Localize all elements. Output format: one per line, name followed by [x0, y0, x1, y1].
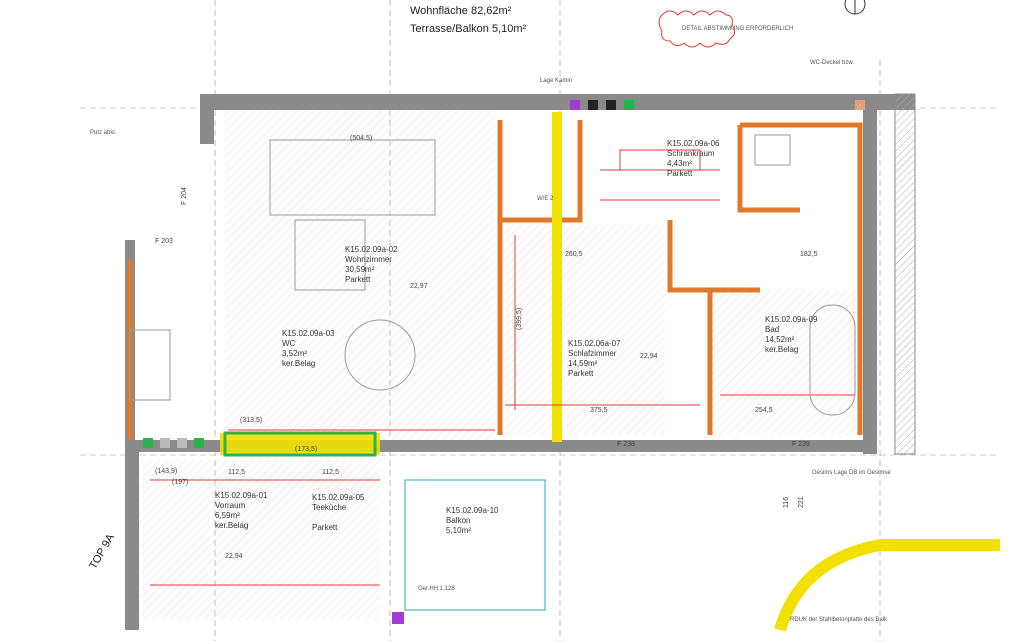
dim-2294: 22,94 [640, 353, 658, 360]
room-wohnzimmer: K15.02.09a-02 Wohnzimmer 30,59m² Parkett [345, 245, 398, 284]
rduk-label: RDUK der Stahlbetonplatte des Balk [790, 617, 888, 623]
svg-text:K15.02.09a-05: K15.02.09a-05 [312, 493, 365, 502]
north-arrow-icon [844, 0, 866, 15]
dim-221: 221 [798, 496, 805, 508]
svg-text:Wohnzimmer: Wohnzimmer [345, 255, 392, 264]
f239-label: F 239 [792, 441, 810, 448]
svg-text:K15.02.09a-01: K15.02.09a-01 [215, 491, 268, 500]
svg-text:Vorraum: Vorraum [215, 501, 246, 510]
gesims-label: Gesims Lage DB im Gesimse [812, 470, 891, 476]
svg-text:Schlafzimmer: Schlafzimmer [568, 349, 617, 358]
svg-text:Parkett: Parkett [667, 169, 693, 178]
room-teekueche: K15.02.09a-05 Teeküche Parkett [312, 493, 365, 532]
dim-197: (197) [172, 479, 188, 486]
room-schlafzimmer: K15.02.06a-07 Schlafzimmer 14,59m² Parke… [568, 339, 621, 378]
dim-3755: 375,5 [590, 407, 608, 414]
svg-text:30,59m²: 30,59m² [345, 265, 375, 274]
f203-label: F 203 [155, 238, 173, 245]
dim-2297: 22,97 [410, 283, 428, 290]
room-schrankraum: K15.02.09a-06 Schrankraum 4,43m² Parkett [667, 139, 720, 178]
svg-text:Balkon: Balkon [446, 516, 470, 525]
balcony-outline [404, 479, 546, 611]
note-putz: Putz abkl. [90, 130, 117, 136]
insulation-walls [127, 120, 863, 440]
svg-text:ker.Belag: ker.Belag [282, 359, 315, 368]
top-label: TOP 9A [87, 531, 117, 571]
revision-cloud [658, 10, 736, 48]
area-line-2: Terrasse/Balkon 5,10m² [410, 23, 526, 35]
svg-text:WC: WC [282, 339, 296, 348]
dim-3135: (313,5) [240, 417, 262, 424]
room-wc: K15.02.09a-03 WC 3,52m² ker.Belag [282, 329, 335, 368]
ger-label: Ger.HH:1,128 [418, 586, 455, 592]
f204-label: F 204 [181, 187, 188, 205]
dim-116: 116 [783, 497, 790, 508]
dim-1735: (173,5) [295, 446, 317, 453]
room-vorraum: K15.02.09a-01 Vorraum 6,59m² ker.Belag [215, 491, 268, 530]
dim-1825: 182,5 [800, 251, 818, 258]
svg-text:Teeküche: Teeküche [312, 503, 347, 512]
svg-text:K15.02.06a-07: K15.02.06a-07 [568, 339, 621, 348]
svg-text:Parkett: Parkett [312, 523, 338, 532]
svg-text:Schrankraum: Schrankraum [667, 149, 715, 158]
dim-2294b: 22,94 [225, 553, 243, 560]
area-line-1: Wohnfläche 82,62m² [410, 5, 512, 17]
note-detail: DETAIL ABSTIMMUNG ERFORDERLICH [682, 26, 793, 32]
dim-1125: 112,5 [228, 469, 245, 476]
markers-top [392, 100, 865, 624]
room-balkon: K15.02.09a-10 Balkon 5,10m² [446, 506, 499, 535]
dim-1125b: 112,5 [322, 469, 339, 476]
svg-text:K15.02.09a-02: K15.02.09a-02 [345, 245, 398, 254]
dim-2605: 260,5 [565, 251, 583, 258]
dim-5045: (504,5) [350, 135, 372, 142]
svg-text:3,52m²: 3,52m² [282, 349, 307, 358]
markers-green [143, 438, 204, 448]
note-wc: WC-Deckel bzw. [810, 60, 854, 66]
red-markup [150, 149, 855, 586]
svg-text:K15.02.09a-09: K15.02.09a-09 [765, 315, 818, 324]
svg-text:Parkett: Parkett [345, 275, 371, 284]
f238-label: F 238 [617, 441, 635, 448]
svg-text:14,52m²: 14,52m² [765, 335, 795, 344]
dim-3995: (399,5) [516, 308, 523, 330]
svg-text:14,59m²: 14,59m² [568, 359, 598, 368]
we-label: W/E 2 [537, 196, 554, 202]
svg-text:K15.02.09a-03: K15.02.09a-03 [282, 329, 335, 338]
svg-text:K15.02.09a-06: K15.02.09a-06 [667, 139, 720, 148]
furniture [129, 134, 856, 416]
installation-shaft [220, 112, 562, 457]
svg-text:4,43m²: 4,43m² [667, 159, 692, 168]
svg-text:5,10m²: 5,10m² [446, 526, 471, 535]
dim-2545: 254,5 [755, 407, 773, 414]
note-kamin: Lage Kamin [540, 78, 572, 84]
dim-1439: (143,9) [155, 468, 177, 475]
svg-text:Bad: Bad [765, 325, 779, 334]
svg-text:Parkett: Parkett [568, 369, 594, 378]
room-bad: K15.02.09a-09 Bad 14,52m² ker.Belag [765, 315, 818, 354]
svg-text:K15.02.09a-10: K15.02.09a-10 [446, 506, 499, 515]
svg-text:ker.Belag: ker.Belag [765, 345, 798, 354]
yellow-curve [774, 539, 1000, 632]
svg-text:ker.Belag: ker.Belag [215, 521, 248, 530]
svg-text:6,59m²: 6,59m² [215, 511, 240, 520]
